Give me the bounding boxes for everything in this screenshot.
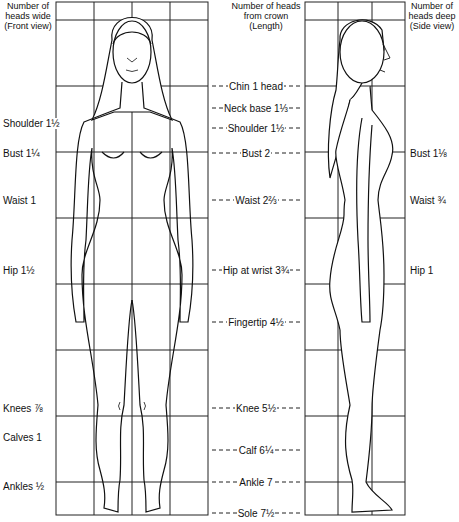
length-label: Neck base 1⅓ xyxy=(223,103,289,114)
length-label: Knee 5½ xyxy=(235,403,277,414)
column-header: Number of heads deep (Side view) xyxy=(406,1,458,31)
proportion-label: Shoulder 1½ xyxy=(2,118,61,129)
length-label: Hip at wrist 3¾ xyxy=(222,265,290,276)
length-label: Chin 1 head xyxy=(228,81,284,92)
proportion-label: Waist ¾ xyxy=(409,195,447,206)
proportion-label: Bust 1⅛ xyxy=(409,148,448,159)
side-figure xyxy=(328,20,392,512)
column-header: Number of heads wide (Front view) xyxy=(1,1,55,31)
length-label: Bust 2 xyxy=(241,148,271,159)
length-label: Sole 7½ xyxy=(237,508,276,519)
length-label: Calf 6¼ xyxy=(238,445,274,456)
front-figure xyxy=(71,18,193,513)
length-label: Shoulder 1½ xyxy=(227,123,286,134)
proportion-label: Waist 1 xyxy=(2,195,37,206)
column-header: Number of heads from crown (Length) xyxy=(230,1,302,31)
leader-lines xyxy=(212,86,302,513)
proportion-label: Knees ⅞ xyxy=(2,403,43,414)
proportion-label: Calves 1 xyxy=(2,432,43,443)
length-label: Fingertip 4½ xyxy=(227,317,285,328)
length-label: Ankle 7 xyxy=(238,477,273,488)
proportion-label: Hip 1½ xyxy=(2,265,36,276)
proportion-label: Ankles ½ xyxy=(2,481,45,492)
proportion-label: Hip 1 xyxy=(409,265,434,276)
proportion-label: Bust 1¼ xyxy=(2,148,41,159)
grid xyxy=(56,2,405,515)
length-label: Waist 2⅔ xyxy=(234,195,277,206)
